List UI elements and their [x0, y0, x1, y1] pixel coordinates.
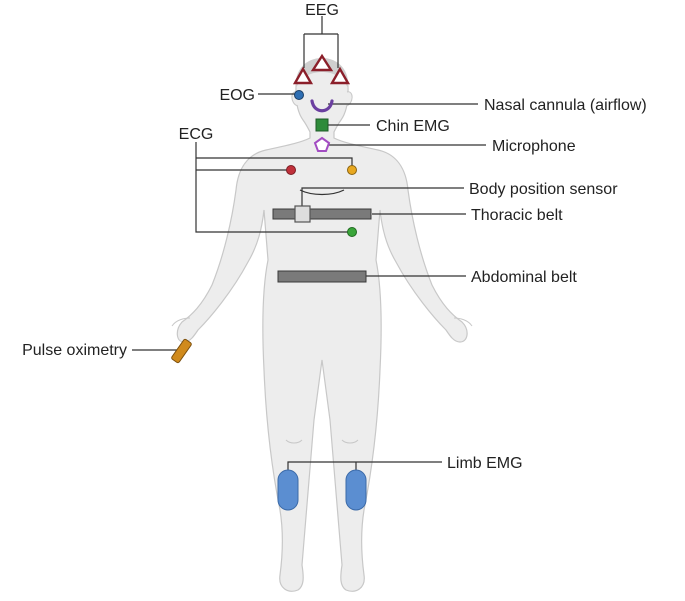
body-position-sensor: [294, 205, 311, 223]
ecg-label: ECG: [179, 126, 214, 143]
labels: EEG EOG Nasal cannula (airflow) Chin EMG…: [22, 2, 647, 472]
nasal-cannula: [310, 99, 334, 113]
limb-emg-left: [277, 469, 299, 511]
abdominal-belt-label: Abdominal belt: [471, 269, 577, 286]
eog-electrode: [294, 90, 304, 100]
ecg-leader: [195, 142, 353, 233]
pulse-oximetry-label: Pulse oximetry: [22, 342, 127, 359]
eeg-leader: [303, 16, 339, 68]
thumb-left: [171, 317, 191, 327]
ecg-electrode-green: [347, 227, 357, 237]
human-body: [171, 58, 473, 592]
right-ear: [345, 91, 353, 107]
limb-emg-label: Limb EMG: [447, 455, 523, 472]
chin-emg-electrode: [315, 118, 329, 132]
thoracic-belt-label: Thoracic belt: [471, 207, 563, 224]
limb-emg-right: [345, 469, 367, 511]
body-position-label: Body position sensor: [469, 181, 618, 198]
abdominal-belt: [277, 270, 367, 283]
eeg-label: EEG: [305, 2, 339, 19]
sensors: [171, 53, 372, 511]
eeg-electrode-left: [292, 66, 314, 85]
thumb-right: [453, 317, 473, 327]
chin-emg-label: Chin EMG: [376, 118, 450, 135]
knee-left: [285, 439, 303, 444]
microphone-label: Microphone: [492, 138, 576, 155]
eeg-electrode-right: [329, 66, 351, 85]
eog-label: EOG: [219, 87, 255, 104]
hair: [295, 58, 349, 88]
ecg-electrode-red: [286, 165, 296, 175]
thoracic-belt: [272, 208, 372, 220]
chest-line: [299, 189, 345, 196]
pulse-oximeter: [171, 338, 192, 364]
knee-right: [341, 439, 359, 444]
microphone: [313, 136, 331, 152]
eeg-electrode-top: [310, 53, 334, 72]
ecg-electrode-yellow: [347, 165, 357, 175]
body-position-leader: [301, 187, 464, 206]
body-silhouette: [176, 59, 468, 592]
nasal-cannula-label: Nasal cannula (airflow): [484, 97, 647, 114]
